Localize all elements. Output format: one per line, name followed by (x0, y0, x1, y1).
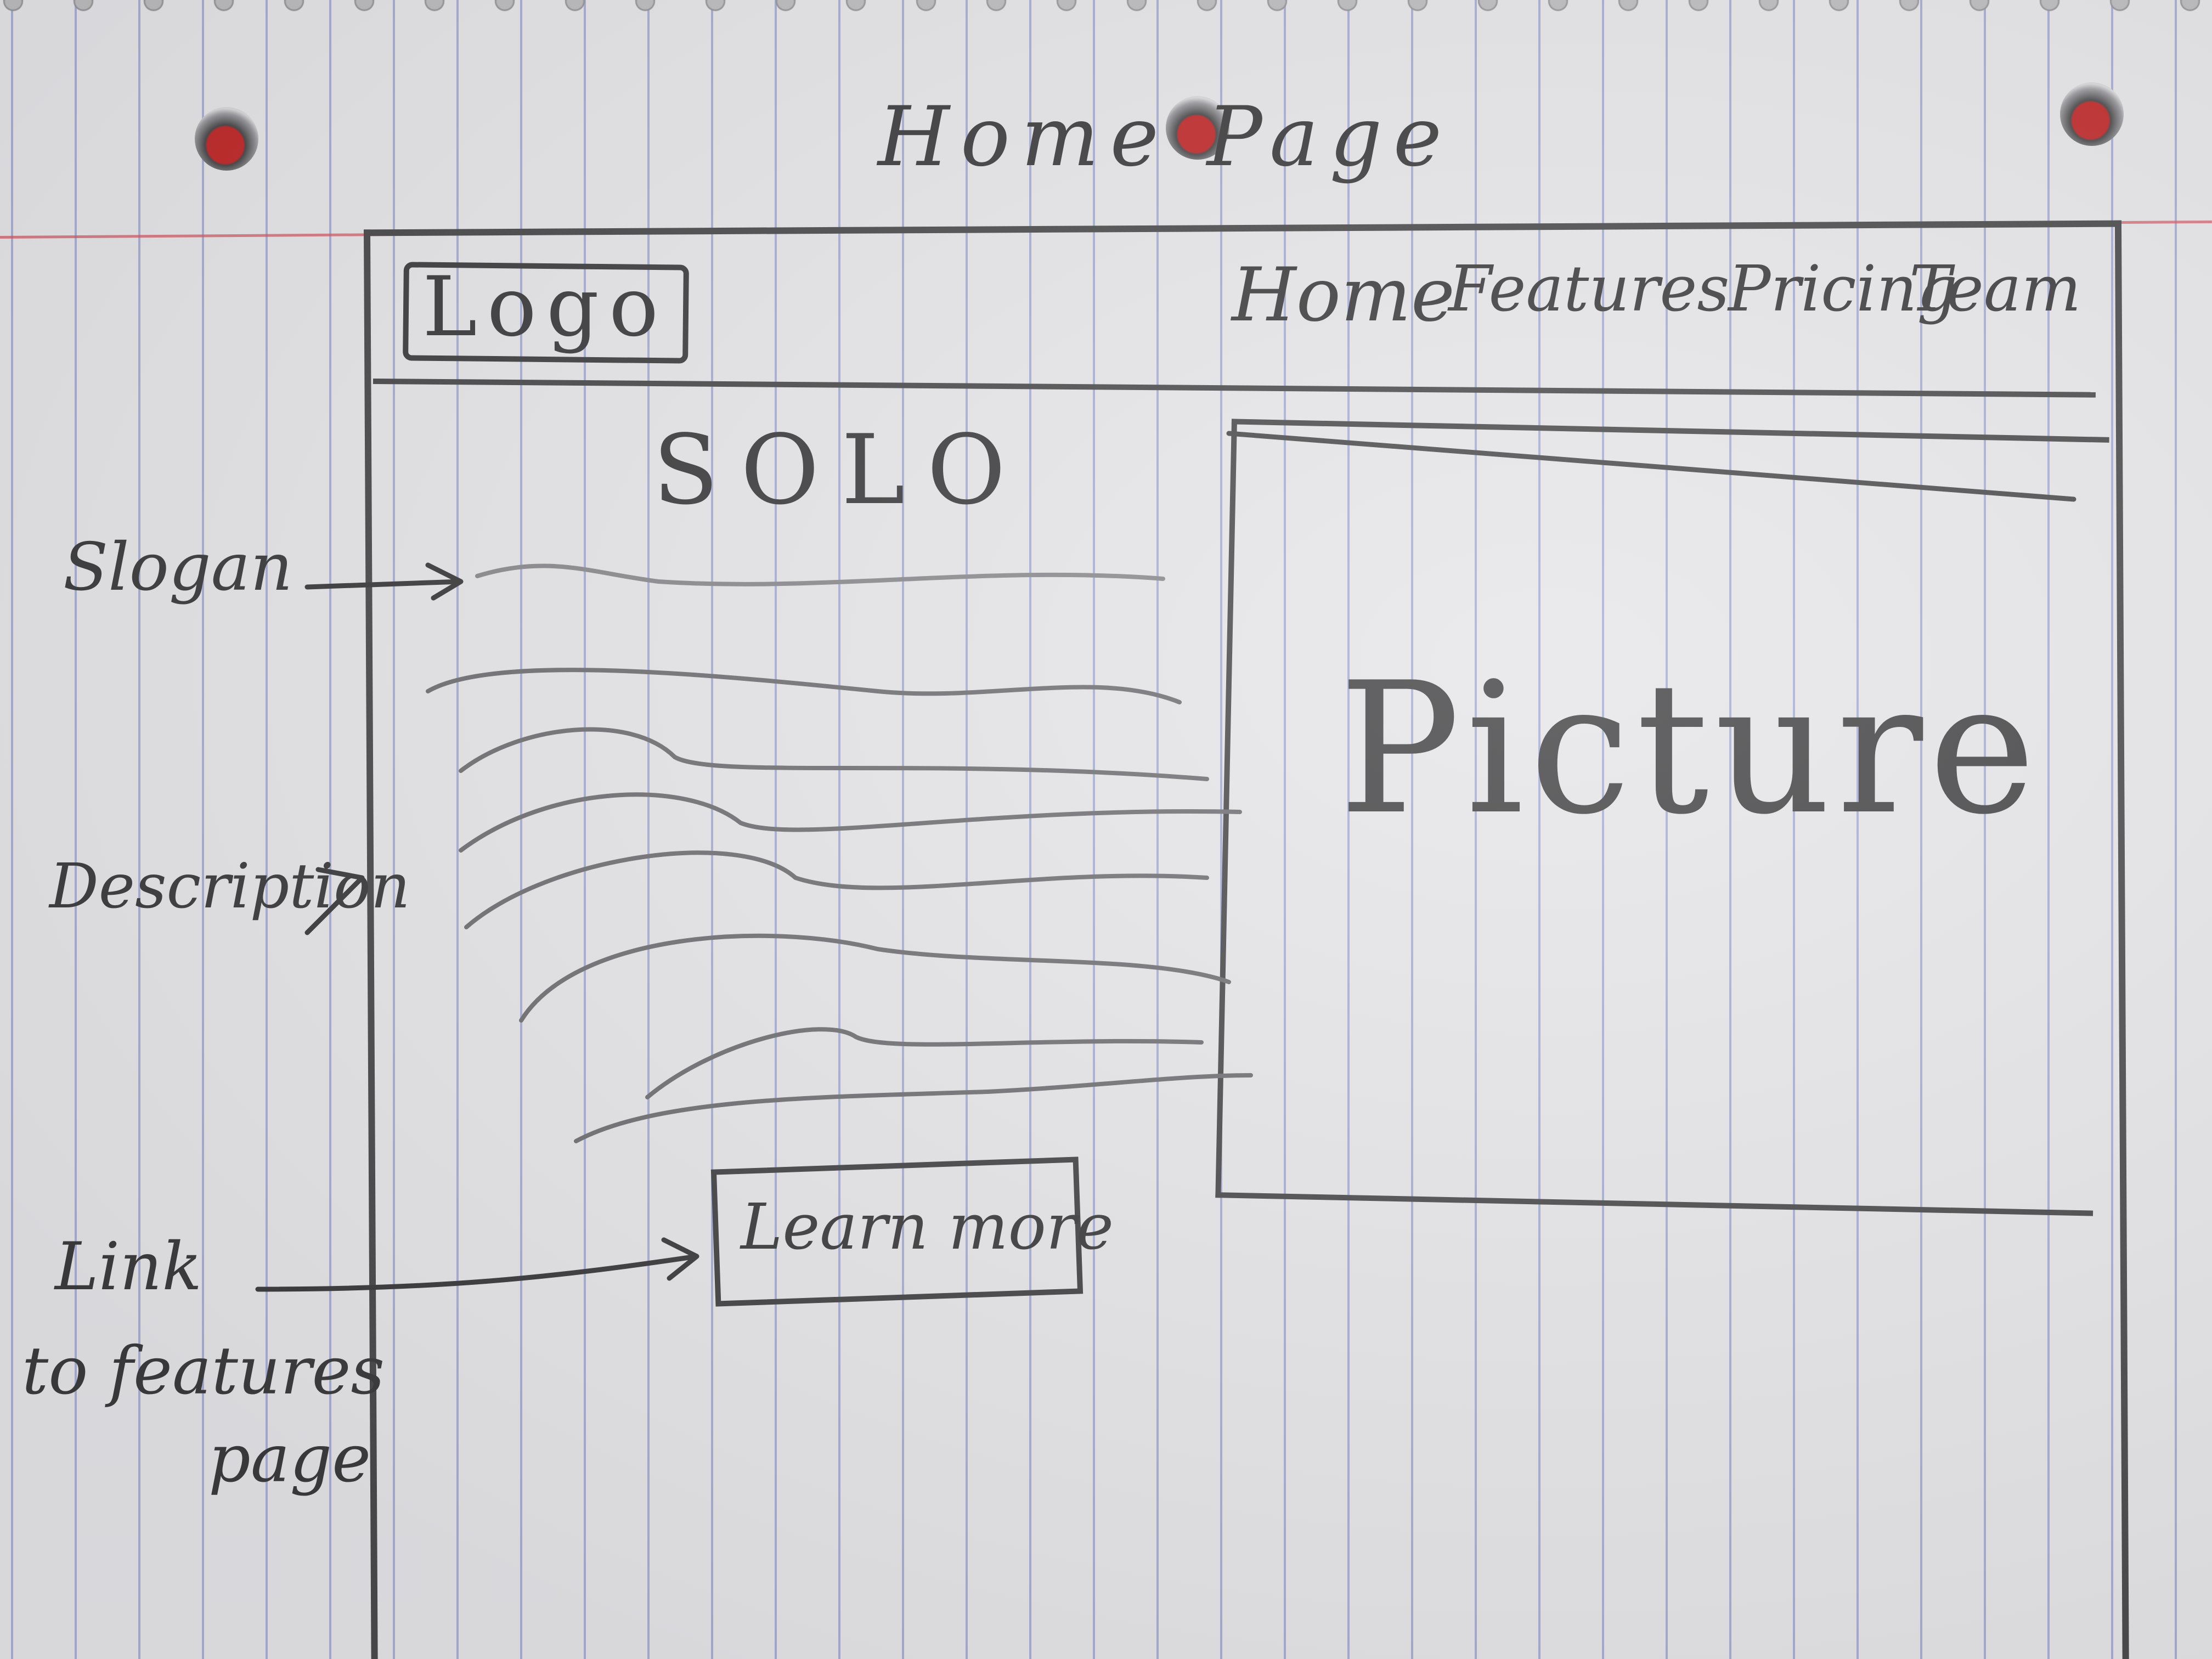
punch-hole (1166, 96, 1229, 160)
description-arrow (304, 867, 365, 935)
nav-item-features[interactable]: Features (1448, 252, 1730, 326)
brand-heading: SOLO (653, 415, 1028, 526)
slogan-scribble (475, 563, 1165, 586)
annotation-link: to features (22, 1333, 385, 1409)
nav-item-home[interactable]: Home (1232, 252, 1455, 338)
slogan-arrow (304, 562, 464, 601)
nav-item-team[interactable]: Team (1909, 252, 2081, 326)
description-scribble (645, 1027, 1204, 1099)
description-scribble (459, 727, 1209, 781)
punch-hole (2060, 82, 2124, 146)
page-title: Home Page (878, 89, 1453, 185)
logo-label: Logo (422, 259, 669, 355)
description-scribble (426, 668, 1182, 704)
annotation-link: page (208, 1421, 371, 1497)
description-scribble (464, 850, 1209, 929)
description-scribble (574, 1073, 1253, 1143)
description-scribble (519, 933, 1231, 1023)
description-scribble (459, 792, 1242, 853)
picture-top-line (1226, 431, 2076, 502)
picture-label: Picture (1339, 644, 2041, 854)
learn-more-label: Learn more (741, 1190, 1114, 1264)
annotation-slogan: Slogan (63, 529, 293, 606)
punch-hole (195, 107, 258, 171)
annotation-link: Link (55, 1229, 202, 1305)
spiral-binding (0, 0, 2212, 14)
link-arrow (255, 1237, 699, 1292)
nav-item-pricing[interactable]: Pricing (1728, 252, 1957, 326)
